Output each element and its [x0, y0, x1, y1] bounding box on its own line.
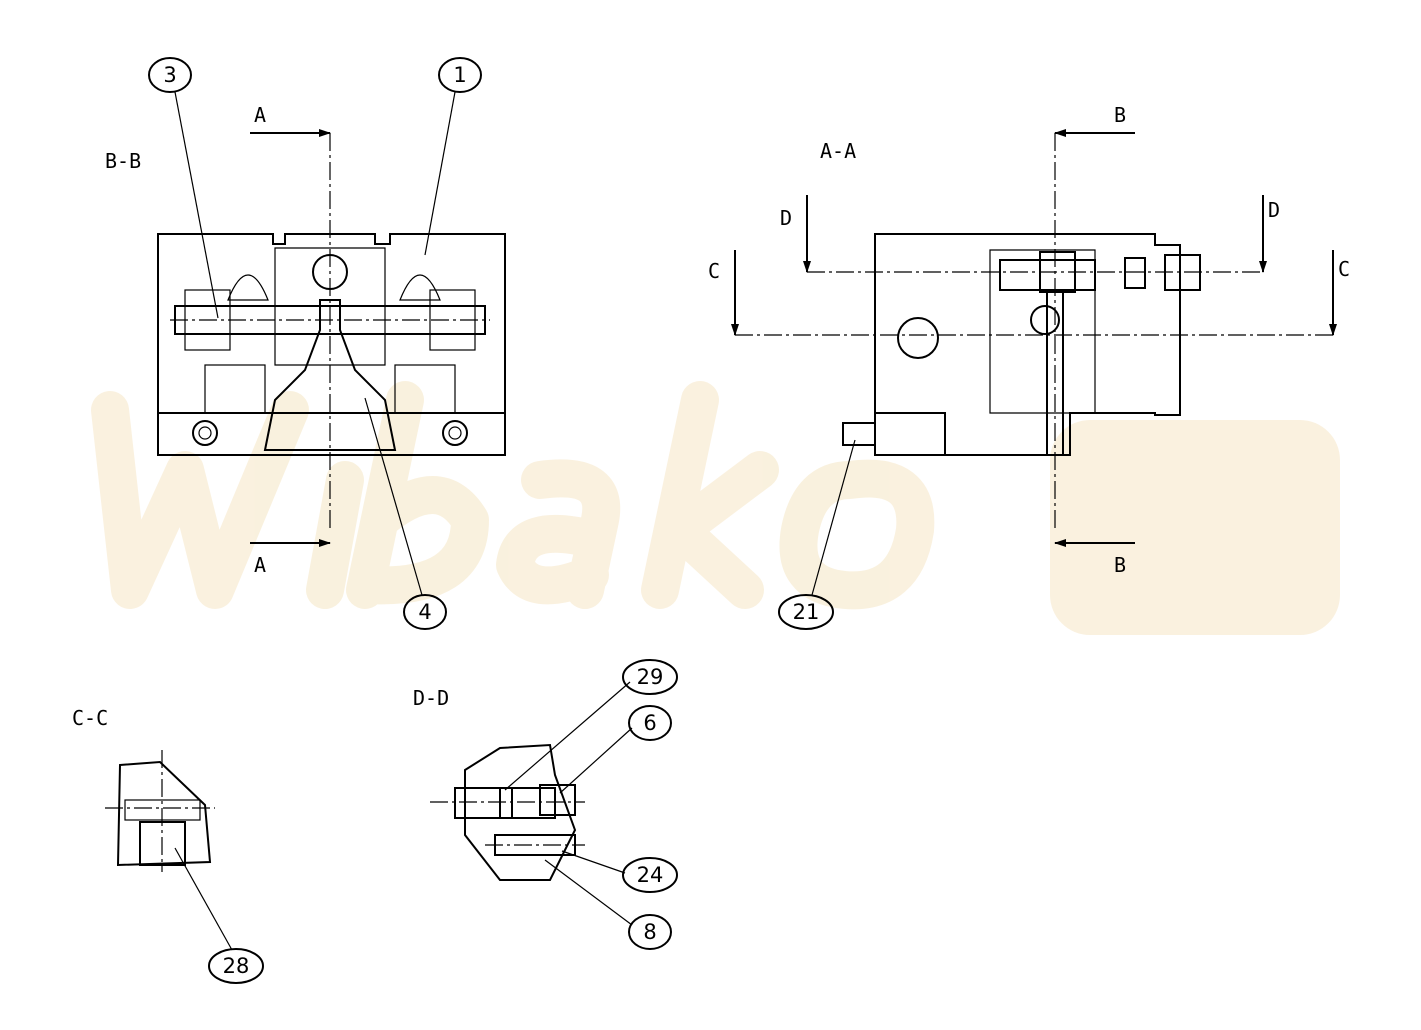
view-title-aa: A-A — [820, 139, 856, 163]
cut-label-b-bottom: B — [1114, 553, 1126, 577]
balloon-8: 8 — [628, 914, 672, 950]
view-title-bb: B-B — [105, 149, 141, 173]
view-title-cc: C-C — [72, 706, 108, 730]
balloon-4: 4 — [403, 594, 447, 630]
cut-label-a-bottom: A — [254, 553, 266, 577]
svg-text:3: 3 — [163, 63, 176, 87]
section-view-dd: D-D — [413, 686, 585, 881]
cut-label-c-right: C — [1338, 257, 1350, 281]
balloon-21: 21 — [778, 594, 834, 630]
balloon-29: 29 — [622, 659, 678, 695]
leader-lines — [174, 91, 856, 951]
cut-label-d-right: D — [1268, 198, 1280, 222]
svg-text:6: 6 — [643, 711, 656, 735]
cut-label-a-top: A — [254, 103, 266, 127]
svg-text:29: 29 — [637, 665, 664, 689]
view-title-dd: D-D — [413, 686, 449, 710]
section-view-bb: B-B A A — [105, 103, 506, 577]
svg-text:21: 21 — [793, 600, 820, 624]
balloon-1: 1 — [438, 57, 482, 93]
section-view-aa: A-A B B C C D D — [708, 103, 1350, 577]
balloon-6: 6 — [628, 705, 672, 741]
cut-label-c-left: C — [708, 259, 720, 283]
svg-text:28: 28 — [223, 954, 250, 978]
svg-text:4: 4 — [418, 600, 431, 624]
cut-label-b-top: B — [1114, 103, 1126, 127]
svg-text:24: 24 — [637, 863, 664, 887]
balloon-28: 28 — [208, 948, 264, 984]
balloon-24: 24 — [622, 857, 678, 893]
section-view-cc: C-C — [72, 706, 215, 872]
cut-label-d-left: D — [780, 206, 792, 230]
svg-text:1: 1 — [453, 63, 466, 87]
watermark-logo — [91, 381, 1340, 635]
balloon-3: 3 — [148, 57, 192, 93]
svg-text:8: 8 — [643, 920, 656, 944]
